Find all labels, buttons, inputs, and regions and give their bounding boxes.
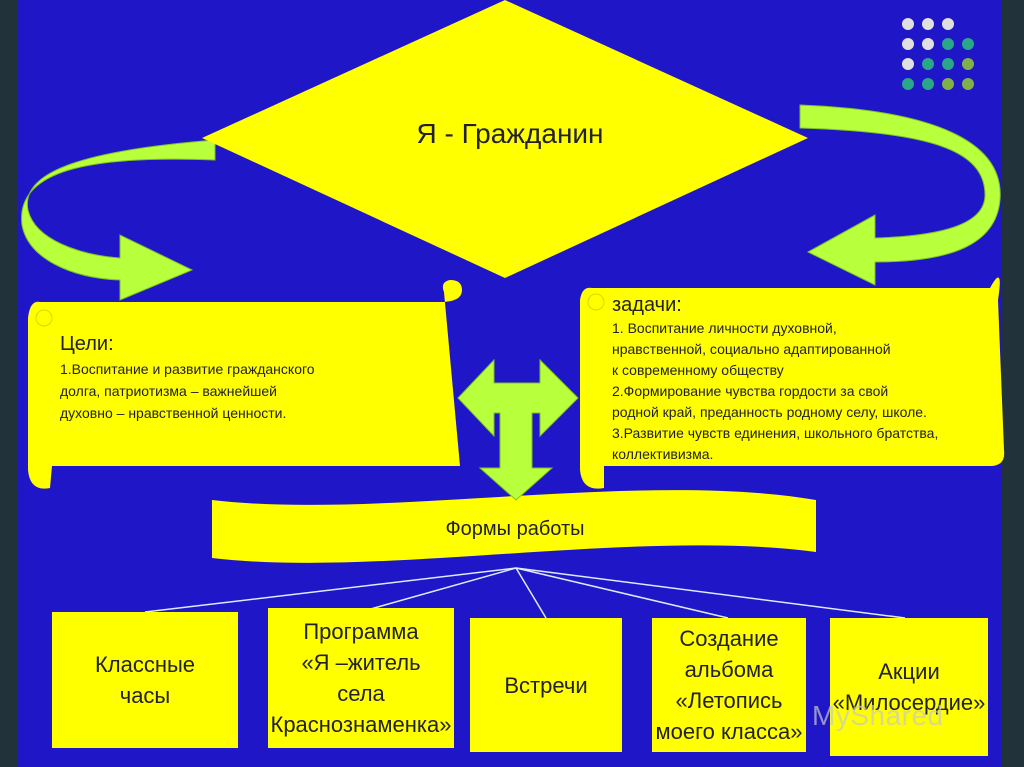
diagram-title: Я - Гражданин bbox=[416, 118, 604, 149]
right-frame-edge bbox=[1002, 0, 1024, 767]
form-box-line: часы bbox=[119, 683, 171, 708]
form-box-line: «Летопись bbox=[675, 688, 783, 713]
connector-arrow bbox=[457, 358, 579, 501]
tasks-line: 1. Воспитание личности духовной, bbox=[612, 320, 837, 336]
goals-line: духовно – нравственной ценности. bbox=[60, 405, 287, 421]
tasks-heading: задачи: bbox=[612, 294, 682, 316]
goals-line: долга, патриотизма – важнейшей bbox=[60, 383, 277, 399]
connector-lines bbox=[144, 567, 906, 619]
form-box-line: альбома bbox=[684, 657, 774, 682]
form-box-line: Классные bbox=[94, 652, 196, 677]
tasks-block: задачи: 1. Воспитание личности духовной,… bbox=[612, 292, 1002, 465]
goals-heading: Цели: bbox=[60, 333, 114, 355]
goals-block: Цели: 1.Воспитание и развитие гражданско… bbox=[60, 330, 450, 424]
forms-label: Формы работы bbox=[445, 518, 585, 540]
form-box-line: села bbox=[337, 681, 385, 706]
decorative-dots bbox=[896, 12, 986, 102]
form-box-program: Программа «Я –житель села Краснознаменка… bbox=[268, 608, 454, 748]
title-diamond bbox=[202, 0, 808, 278]
right-curved-arrow bbox=[799, 104, 1001, 286]
form-box-album: Создание альбома «Летопись моего класса» bbox=[652, 618, 806, 752]
form-box-line: «Милосердие» bbox=[832, 690, 986, 715]
tasks-line: 2.Формирование чувства гордости за свой bbox=[612, 383, 889, 399]
tasks-line: нравственной, социально адаптированной bbox=[612, 341, 891, 357]
form-box-line: Встречи bbox=[504, 672, 588, 698]
tasks-line: 3.Развитие чувств единения, школьного бр… bbox=[612, 425, 939, 441]
tasks-line: коллективизма. bbox=[612, 446, 714, 462]
tasks-line: к современному обществу bbox=[612, 362, 784, 378]
goals-line: 1.Воспитание и развитие гражданского bbox=[60, 361, 315, 377]
form-box-meetings: Встречи bbox=[470, 618, 622, 752]
form-box-actions: Акции «Милосердие» bbox=[830, 618, 988, 756]
form-box-line: моего класса» bbox=[655, 719, 803, 744]
tasks-scroll-curl-icon bbox=[587, 293, 605, 311]
left-curved-arrow bbox=[21, 139, 216, 301]
form-box-line: Программа bbox=[303, 619, 419, 644]
forms-banner bbox=[212, 490, 816, 563]
goals-scroll-curl-icon bbox=[35, 309, 53, 327]
tasks-scroll bbox=[580, 277, 1005, 489]
form-box-line: Создание bbox=[679, 626, 779, 651]
tasks-line: родной край, преданность родному селу, ш… bbox=[612, 404, 927, 420]
form-box-line: Краснознаменка» bbox=[270, 712, 452, 737]
form-box-line: Акции bbox=[878, 659, 940, 684]
goals-scroll bbox=[28, 280, 462, 489]
form-box-line: «Я –житель bbox=[301, 650, 421, 675]
form-box-class-hours: Классные часы bbox=[52, 612, 238, 748]
watermark-text: MyShared bbox=[812, 700, 944, 731]
left-frame-edge bbox=[0, 0, 18, 767]
